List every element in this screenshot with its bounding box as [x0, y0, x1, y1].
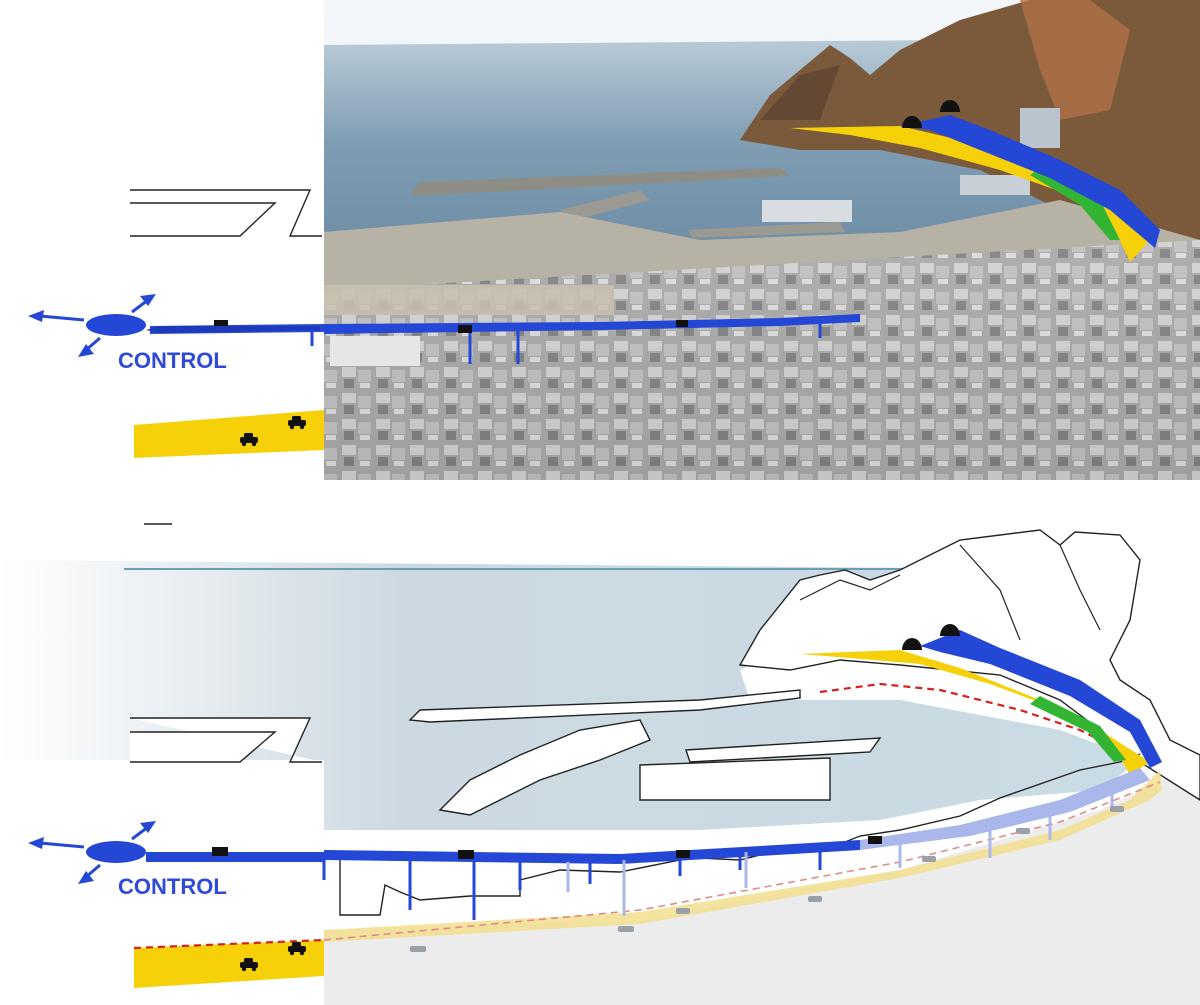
- top-montage-svg: CONTROL: [28, 0, 1200, 480]
- car-icon: [288, 416, 306, 430]
- arrow-down-left-icon: [78, 863, 101, 884]
- top-montage-panel: CONTROL: [0, 0, 1200, 480]
- tunnel-portal-icon: [902, 638, 922, 650]
- truck-icon: [458, 850, 474, 859]
- roundabout-icon: [86, 314, 146, 336]
- control-node: CONTROL: [28, 821, 227, 899]
- tunnel-portal-icon: [902, 116, 922, 128]
- car-icon: [240, 958, 258, 972]
- car-icon: [676, 850, 690, 858]
- truck-icon: [212, 847, 228, 856]
- mountain-outline: [738, 529, 1200, 801]
- control-label: CONTROL: [118, 874, 227, 899]
- tunnel-portal-icon: [940, 624, 960, 636]
- arrow-left-icon: [28, 310, 85, 322]
- truck-icon: [214, 320, 228, 328]
- sea-area: [0, 560, 1140, 830]
- breakwater: [410, 168, 790, 195]
- dashed-alignment: [133, 682, 1131, 950]
- arrow-up-right-icon: [131, 294, 156, 314]
- ground-road-yellow: [134, 126, 1150, 458]
- control-node: CONTROL: [28, 294, 320, 373]
- roundabout-icon: [86, 841, 146, 863]
- viaduct-blue: [146, 624, 1162, 920]
- car-icon: [288, 942, 306, 956]
- aerial-photo: [324, 0, 1200, 480]
- car-icon-faded: [410, 806, 1124, 952]
- car-icon: [240, 433, 258, 447]
- ground-road-yellow: [134, 940, 324, 988]
- port-outline-sketch: [130, 189, 322, 237]
- bottom-schematic-svg: CONTROL: [0, 523, 1200, 1005]
- tunnel-portal-icon: [940, 100, 960, 112]
- harbour-piers: [130, 689, 882, 816]
- truck-icon: [458, 325, 472, 333]
- arrow-down-left-icon: [78, 336, 101, 357]
- arrow-left-icon: [28, 837, 85, 849]
- car-icon: [676, 320, 688, 327]
- control-label: CONTROL: [118, 348, 227, 373]
- arrow-up-right-icon: [131, 821, 156, 841]
- truck-icon: [868, 836, 882, 844]
- bottom-schematic-panel: CONTROL: [0, 500, 1200, 1005]
